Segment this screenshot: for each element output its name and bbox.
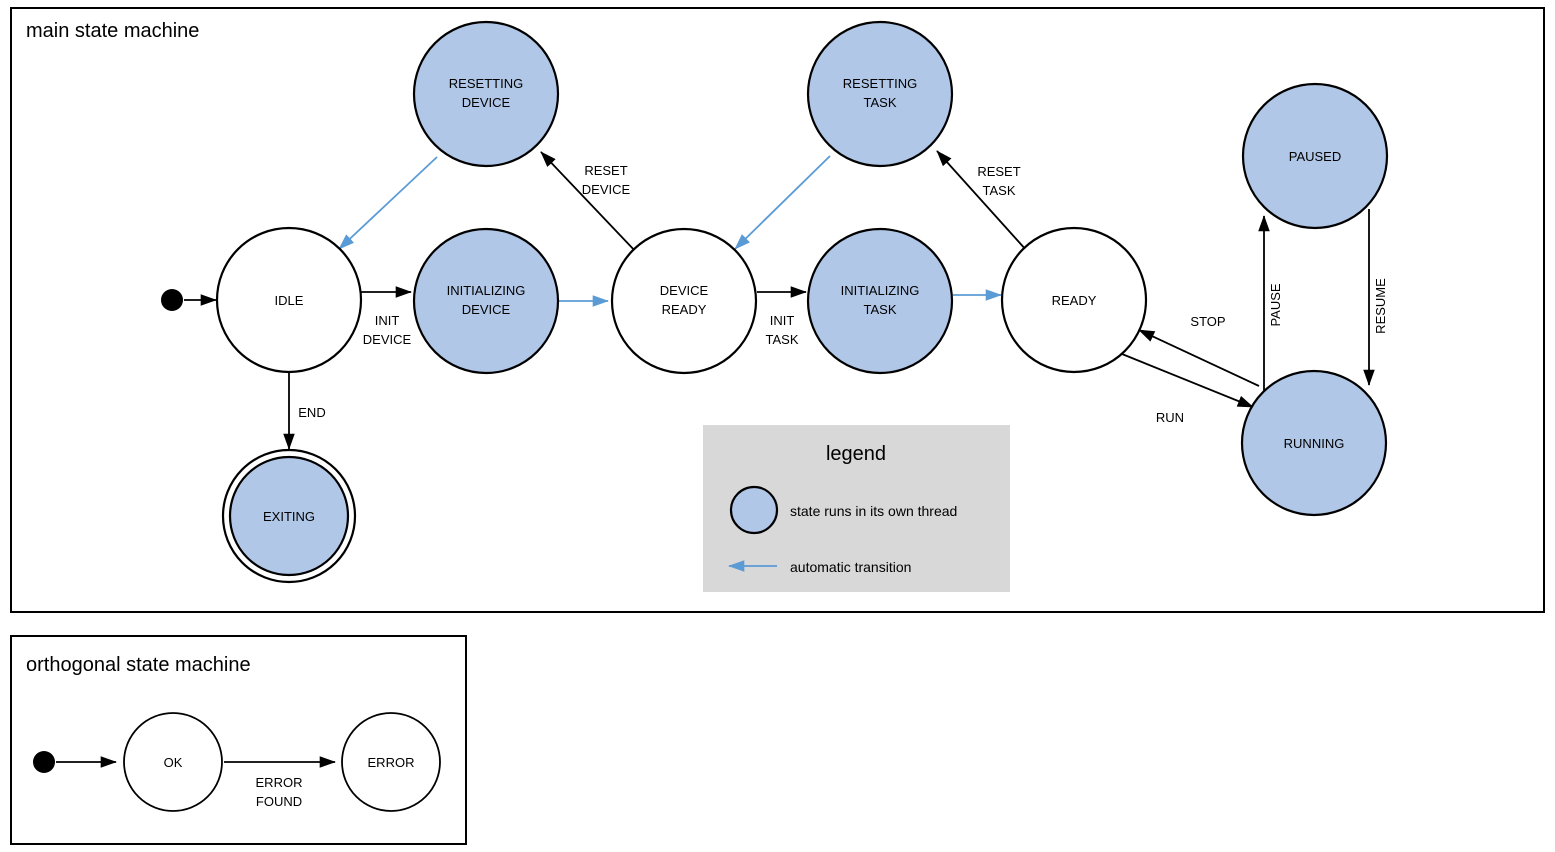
state-ready[interactable]: READY — [1000, 226, 1148, 374]
edge-label-stop: STOP — [1190, 314, 1225, 329]
state-resetting-device[interactable]: RESETTING DEVICE — [412, 20, 560, 168]
edge-label-reset-device-line2: DEVICE — [582, 182, 631, 197]
state-ok-label: OK — [164, 755, 183, 770]
edge-label-pause: PAUSE — [1268, 283, 1283, 326]
edge-ready-to-running — [1121, 353, 1254, 408]
edge-label-error-found-line2: FOUND — [256, 794, 302, 809]
edge-label-error-found-line1: ERROR — [256, 775, 303, 790]
state-initializing-task-label-line1: INITIALIZING — [841, 283, 920, 298]
edge-label-init-task-line2: TASK — [766, 332, 799, 347]
edge-resetting-device-to-idle — [338, 156, 438, 250]
state-idle[interactable]: IDLE — [215, 226, 363, 374]
state-initializing-device-label-line1: INITIALIZING — [447, 283, 526, 298]
orthogonal-frame-title: orthogonal state machine — [26, 654, 251, 676]
state-resetting-device-label-line1: RESETTING — [449, 76, 523, 91]
edge-running-to-ready — [1138, 329, 1260, 387]
state-exiting-inner-circle — [228, 455, 350, 577]
state-device-ready-label-line1: DEVICE — [660, 283, 709, 298]
edge-ready-to-resetting-task — [936, 150, 1028, 252]
edge-label-init-task-line1: INIT — [770, 313, 795, 328]
edge-label-reset-task-line2: TASK — [983, 183, 1016, 198]
state-error-label: ERROR — [368, 755, 415, 770]
legend-thread-state-swatch — [729, 485, 779, 535]
state-initializing-task-label-line2: TASK — [864, 302, 897, 317]
edge-label-run: RUN — [1156, 410, 1184, 425]
legend: legend state runs in its own thread auto… — [703, 425, 1010, 592]
edge-label-resume: RESUME — [1373, 278, 1388, 334]
state-paused-label: PAUSED — [1289, 149, 1342, 164]
state-error[interactable]: ERROR — [341, 712, 441, 812]
edge-label-reset-device-line1: RESET — [584, 163, 627, 178]
legend-thread-state-label: state runs in its own thread — [790, 503, 957, 519]
orthogonal-start-node — [33, 751, 55, 773]
edge-device-ready-to-resetting-device — [540, 151, 638, 254]
state-resetting-task-label-line2: TASK — [864, 95, 897, 110]
edge-resetting-task-to-device-ready — [734, 155, 831, 250]
state-running[interactable]: RUNNING — [1240, 369, 1388, 517]
state-initializing-device[interactable]: INITIALIZING DEVICE — [412, 227, 560, 375]
legend-automatic-transition-label: automatic transition — [790, 559, 911, 575]
edge-label-init-device-line2: DEVICE — [363, 332, 412, 347]
state-ok[interactable]: OK — [123, 712, 223, 812]
state-exiting-label: EXITING — [263, 509, 315, 524]
state-running-label: RUNNING — [1284, 436, 1345, 451]
legend-title: legend — [826, 443, 886, 465]
state-device-ready-label-line2: READY — [662, 302, 707, 317]
edge-label-reset-task-line1: RESET — [977, 164, 1020, 179]
state-ready-label: READY — [1052, 293, 1097, 308]
state-resetting-task-label-line1: RESETTING — [843, 76, 917, 91]
state-initializing-device-label-line2: DEVICE — [462, 302, 511, 317]
edge-label-end: END — [298, 405, 325, 420]
edge-label-init-device-line1: INIT — [375, 313, 400, 328]
state-exiting[interactable]: EXITING — [221, 448, 357, 584]
state-initializing-task[interactable]: INITIALIZING TASK — [806, 227, 954, 375]
state-resetting-device-label-line2: DEVICE — [462, 95, 511, 110]
state-paused[interactable]: PAUSED — [1241, 82, 1389, 230]
main-frame-title: main state machine — [26, 20, 199, 42]
main-start-node — [161, 289, 183, 311]
state-device-ready[interactable]: DEVICE READY — [610, 227, 758, 375]
state-resetting-task[interactable]: RESETTING TASK — [806, 20, 954, 168]
state-idle-label: IDLE — [275, 293, 304, 308]
